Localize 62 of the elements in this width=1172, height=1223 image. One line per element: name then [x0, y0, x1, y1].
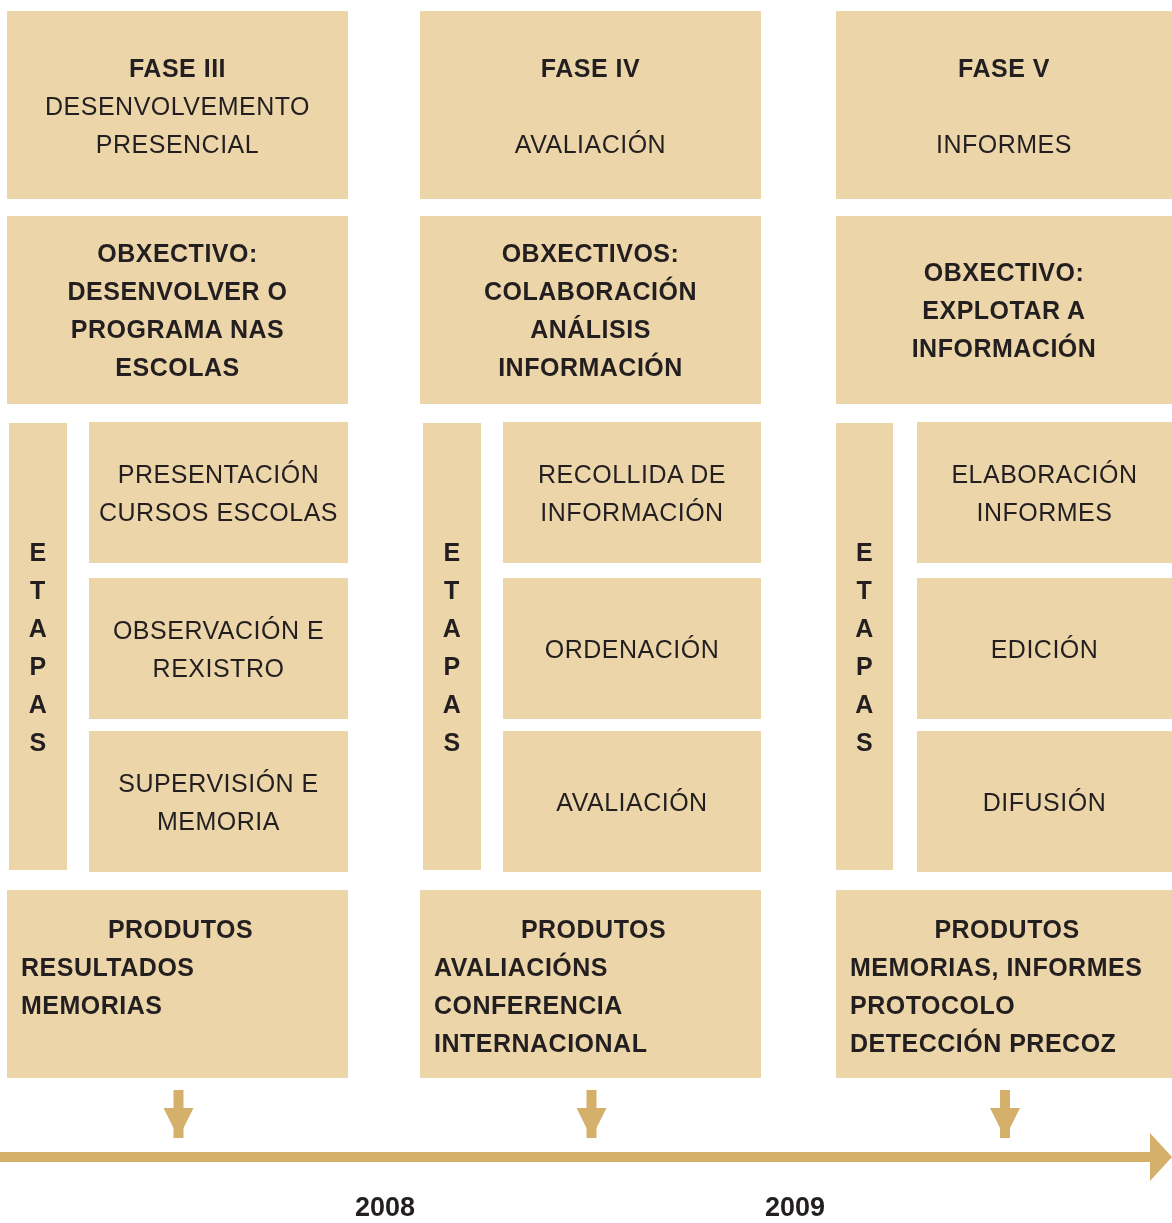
- phase-title: FASE IV: [540, 53, 641, 84]
- phase-name: DESENVOLVEMENTO PRESENCIAL: [44, 91, 311, 160]
- stage-label: OBSERVACIÓN E REXISTRO: [111, 614, 326, 684]
- stage-label: PRESENTACIÓN CURSOS ESCOLAS: [98, 458, 339, 528]
- stage-box: [503, 422, 761, 563]
- phase-name: AVALIACIÓN: [514, 129, 667, 160]
- objective-box: [7, 216, 348, 404]
- objective-box: [420, 216, 761, 404]
- stage-label: ELABORACIÓN INFORMES: [950, 458, 1139, 528]
- stage-label: SUPERVISIÓN E MEMORIA: [117, 767, 320, 837]
- stage-label: RECOLLIDA DE INFORMACIÓN: [537, 458, 727, 528]
- stage-box: [503, 731, 761, 872]
- objective-heading: OBXECTIVO:: [97, 238, 258, 269]
- stage-box: [917, 731, 1172, 872]
- objective-text: INFORMACIÓN: [498, 351, 683, 383]
- stages-band: [9, 423, 67, 870]
- objective-box: [836, 216, 1172, 404]
- vertical-label: ETAPAS: [441, 536, 463, 758]
- products-heading: PRODUTOS: [520, 914, 667, 945]
- products-box: [420, 890, 761, 1078]
- phase-box: [420, 11, 761, 199]
- vertical-label: ETAPAS: [854, 536, 875, 758]
- stage-box: [89, 422, 348, 563]
- down-arrow: [990, 1090, 1020, 1138]
- product-item: DETECCIÓN PRECOZ: [850, 1027, 1117, 1059]
- vertical-label: ETAPAS: [27, 536, 49, 758]
- phase-title: FASE V: [958, 53, 1050, 84]
- phase-box: [836, 11, 1172, 199]
- down-arrow: [576, 1090, 607, 1138]
- down-arrow: [163, 1090, 194, 1138]
- stage-label: AVALIACIÓN: [556, 786, 708, 818]
- products-box: [836, 890, 1172, 1078]
- year-label: 2009: [765, 1192, 826, 1223]
- product-item: RESULTADOS: [21, 952, 195, 983]
- phase-title: FASE III: [128, 53, 227, 84]
- product-item: CONFERENCIA INTERNACIONAL: [434, 990, 649, 1059]
- stage-label: EDICIÓN: [990, 633, 1099, 665]
- product-item: MEMORIAS, INFORMES: [850, 952, 1143, 983]
- year-label: 2008: [355, 1192, 416, 1223]
- stage-label: DIFUSIÓN: [982, 786, 1107, 818]
- objective-text: EXPLOTAR A INFORMACIÓN: [910, 295, 1098, 364]
- objective-text: COLABORACIÓN: [484, 275, 697, 307]
- stage-box: [89, 731, 348, 872]
- objective-text: DESENVOLVER O PROGRAMA NAS ESCOLAS: [66, 276, 289, 383]
- stage-box: [917, 578, 1172, 719]
- objective-text: ANÁLISIS: [530, 314, 651, 345]
- product-item: AVALIACIÓNS: [434, 951, 609, 983]
- product-item: PROTOCOLO: [850, 990, 1016, 1021]
- products-box: [7, 890, 348, 1078]
- stage-box: [89, 578, 348, 719]
- stage-box: [917, 422, 1172, 563]
- stages-band: [836, 423, 893, 870]
- phase-box: [7, 11, 348, 199]
- objective-heading: OBXECTIVO:: [923, 257, 1085, 288]
- products-heading: PRODUTOS: [934, 914, 1080, 945]
- stages-band: [423, 423, 481, 870]
- product-item: MEMORIAS: [21, 990, 163, 1021]
- stage-box: [503, 578, 761, 719]
- products-heading: PRODUTOS: [107, 914, 254, 945]
- stage-label: ORDENACIÓN: [544, 633, 720, 665]
- phase-name: INFORMES: [936, 129, 1072, 160]
- objective-heading: OBXECTIVOS:: [501, 238, 680, 269]
